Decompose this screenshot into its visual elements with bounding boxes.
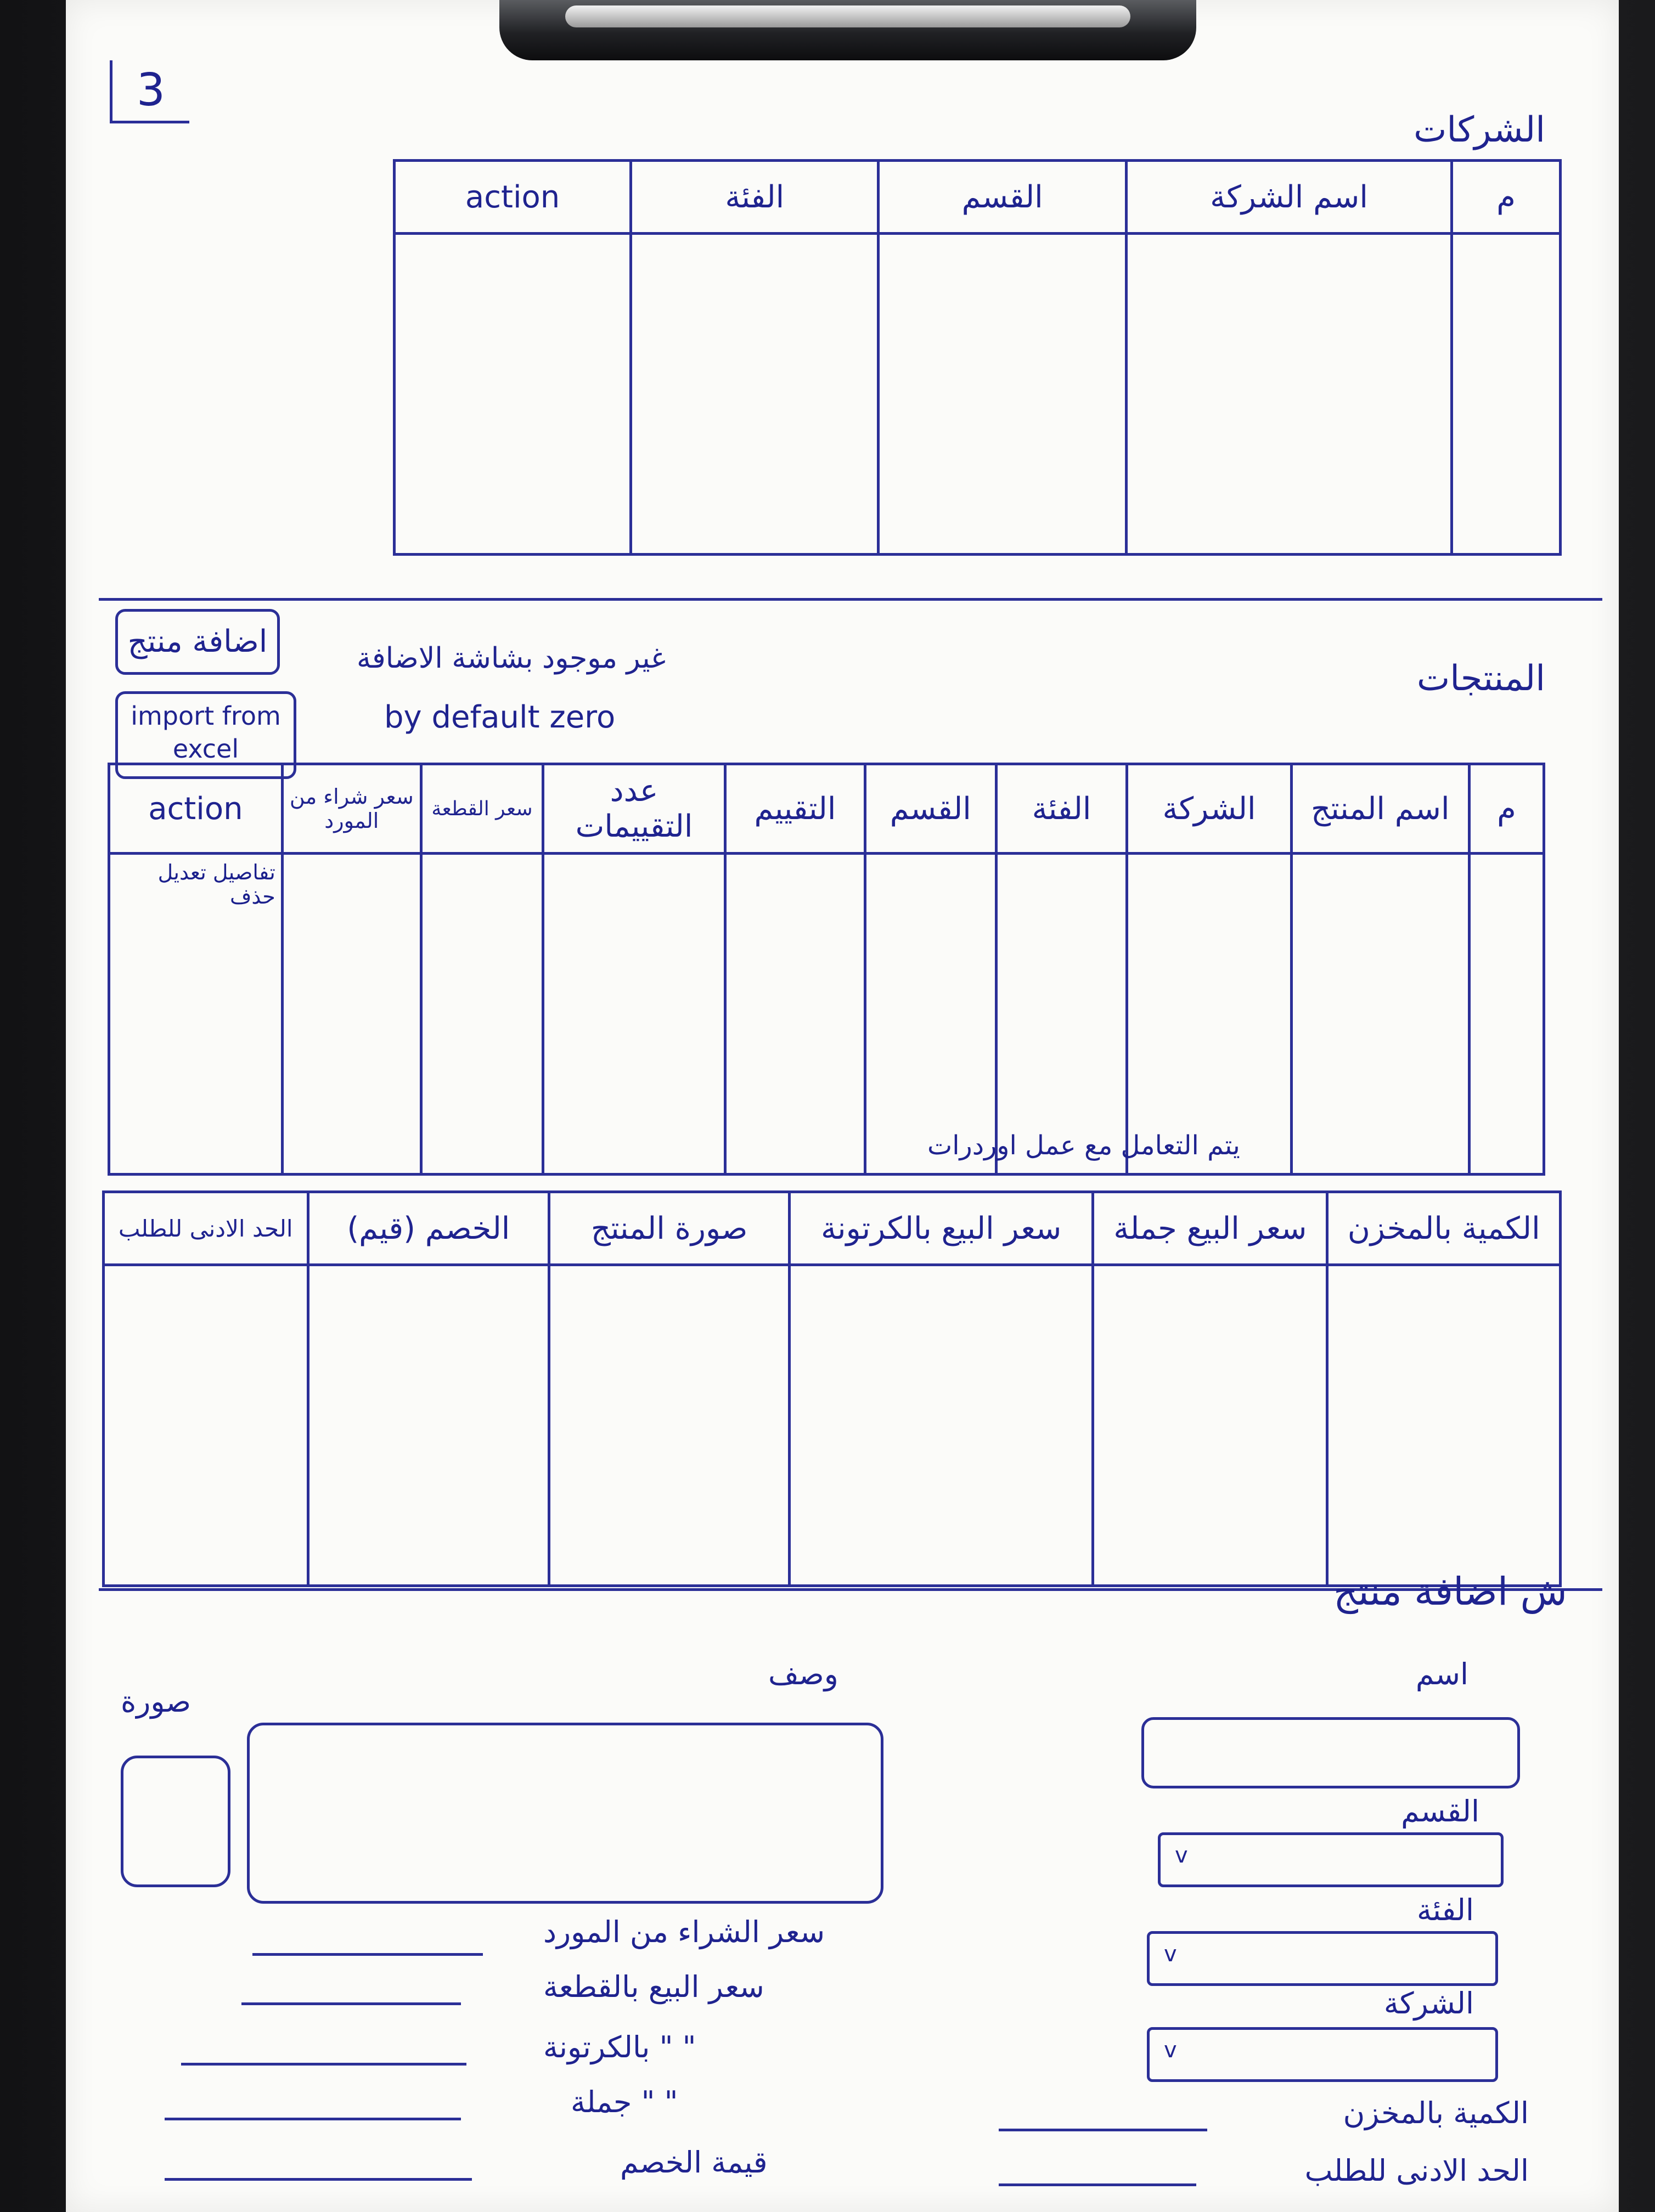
companies-col-category: الفئة — [629, 159, 880, 235]
products-col-name: اسم المنتج — [1290, 763, 1471, 855]
table-row — [392, 232, 1562, 556]
description-textarea[interactable] — [247, 1723, 883, 1904]
products-title: المنتجات — [1417, 658, 1545, 699]
extra-col-product-image: صورة المنتج — [548, 1190, 791, 1266]
companies-table: م اسم الشركة القسم الفئة action — [392, 159, 1562, 556]
action-note: تفاصيل تعديل حذف — [108, 852, 284, 1176]
add-product-button[interactable]: اضافة منتج — [115, 609, 280, 675]
not-in-add-screen-note: غير موجود بشاشة الاضافة — [357, 642, 666, 675]
companies-col-name: اسم الشركة — [1124, 159, 1454, 235]
purchase-price-label: سعر الشراء من المورد — [543, 1915, 825, 1949]
min-order-input[interactable] — [999, 2183, 1196, 2186]
piece-price-input[interactable] — [241, 2002, 461, 2005]
purchase-price-input[interactable] — [252, 1953, 483, 1956]
products-col-action: action — [108, 763, 284, 855]
products-table: م اسم المنتج الشركة الفئة القسم التقييم … — [108, 763, 1546, 1176]
image-label: صورة — [121, 1684, 192, 1719]
companies-col-id: م — [1450, 159, 1562, 235]
extra-col-carton-price: سعر البيع بالكرتونة — [788, 1190, 1095, 1266]
section-divider — [99, 1588, 1602, 1591]
products-col-company: الشركة — [1125, 763, 1293, 855]
company-select[interactable]: v — [1147, 2027, 1498, 2082]
companies-col-section: القسم — [877, 159, 1128, 235]
company-label: الشركة — [1383, 1986, 1474, 2021]
min-order-label: الحد الادنى للطلب — [1304, 2153, 1529, 2188]
products-col-purchase-price: سعر شراء من المورد — [280, 763, 423, 855]
discount-input[interactable] — [165, 2178, 472, 2181]
products-col-piece-price: سعر القطعة — [419, 763, 545, 855]
products-col-rating: التقييم — [723, 763, 866, 855]
image-upload[interactable] — [121, 1756, 230, 1887]
category-label: الفئة — [1416, 1893, 1474, 1927]
discount-label: قيمة الخصم — [620, 2145, 768, 2180]
chevron-down-icon: v — [1164, 1942, 1177, 1967]
name-label: اسم — [1415, 1657, 1468, 1691]
stock-input[interactable] — [999, 2129, 1207, 2131]
extra-col-min-order: الحد الادنى للطلب — [102, 1190, 309, 1266]
wholesale-price-input[interactable] — [165, 2118, 461, 2120]
carton-price-input[interactable] — [181, 2063, 466, 2066]
category-select[interactable]: v — [1147, 1931, 1498, 1986]
table-row: تفاصيل تعديل حذف — [108, 852, 1546, 1176]
carton-price-label: " " بالكرتونة — [543, 2030, 696, 2064]
companies-title: الشركات — [1414, 110, 1545, 150]
products-col-category: الفئة — [994, 763, 1129, 855]
extra-col-wholesale-price: سعر البيع جملة — [1091, 1190, 1329, 1266]
chevron-down-icon: v — [1164, 2038, 1177, 2063]
orders-note: يتم التعامل مع عمل اوردرات — [927, 1130, 1240, 1161]
stock-label: الكمية بالمخزن — [1343, 2096, 1529, 2130]
products-extra-table: الكمية بالمخزن سعر البيع جملة سعر البيع … — [102, 1190, 1562, 1587]
clipboard-clip — [499, 0, 1196, 60]
companies-col-action: action — [392, 159, 633, 235]
section-select[interactable]: v — [1158, 1832, 1504, 1887]
page-number: 3 — [110, 60, 189, 123]
add-product-form-title: ش اضافة منتج — [1333, 1569, 1567, 1614]
extra-col-stock: الكمية بالمخزن — [1326, 1190, 1562, 1266]
name-input[interactable] — [1141, 1717, 1520, 1788]
description-label: وصف — [768, 1657, 838, 1691]
chevron-down-icon: v — [1175, 1843, 1188, 1868]
wholesale-price-label: " " جملة — [571, 2085, 678, 2119]
piece-price-label: سعر البيع بالقطعة — [543, 1970, 764, 2004]
products-col-section: القسم — [863, 763, 998, 855]
section-divider — [99, 598, 1602, 601]
table-row — [102, 1263, 1562, 1587]
section-label: القسم — [1401, 1794, 1479, 1829]
import-excel-button[interactable]: import from excel — [115, 691, 296, 779]
default-zero-note: by default zero — [384, 699, 616, 735]
extra-col-discount: الخصم (قيم) — [306, 1190, 551, 1266]
products-col-id: م — [1467, 763, 1546, 855]
products-col-ratings-count: عدد التقييمات — [542, 763, 727, 855]
